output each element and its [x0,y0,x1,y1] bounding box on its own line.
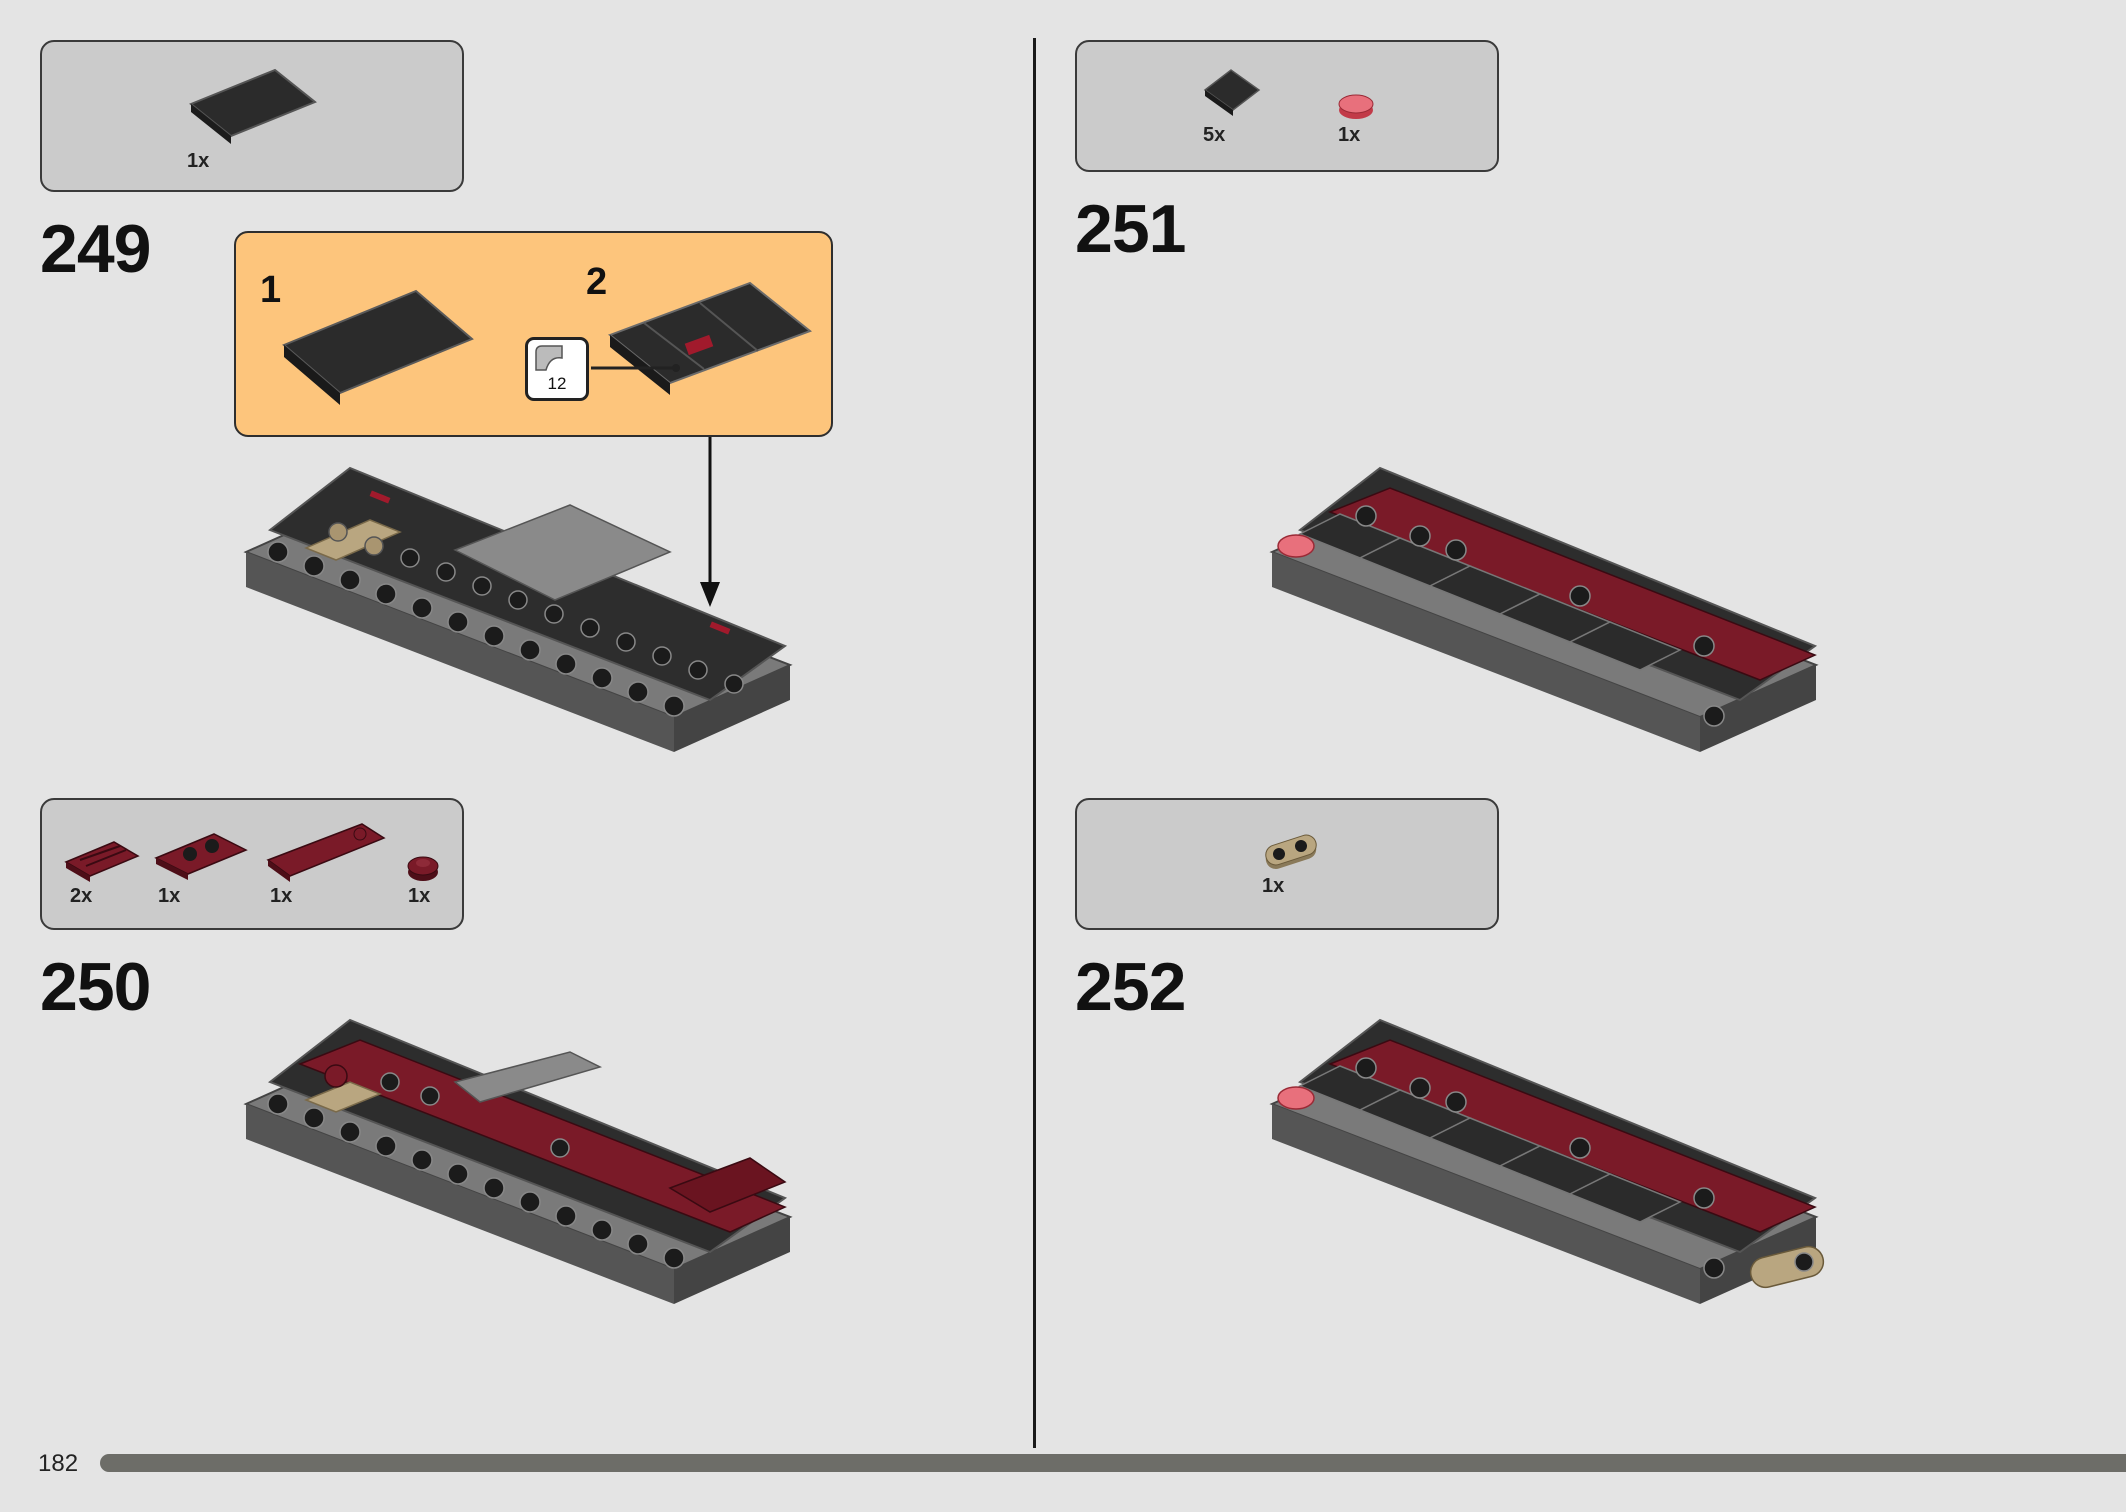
model-step-252 [1269,1018,1825,1304]
parts-list-step-250: 2x 1x 1x 1x [40,798,464,930]
part-qty: 1x [408,885,431,907]
black-slope-brick-icon [282,289,474,405]
part-qty: 2x [70,885,93,907]
step-number-252: 252 [1075,949,1186,1025]
sub-step-number: 2 [586,261,608,303]
tan-plate-1x2-rounded-icon [1265,834,1317,869]
part-qty: 1x [158,885,181,907]
page-progress-bar [100,1454,2126,1472]
part-qty: 5x [1203,124,1226,146]
subassembly-callout: 1 2 [234,231,833,437]
dark-red-grille-tile-icon [64,841,140,882]
placement-arrow [700,437,720,607]
model-step-250 [243,1018,793,1304]
black-slope-brick-icon [1203,69,1261,116]
dark-red-plate-1x2-icon [154,833,248,880]
sticker-reference: 12 [525,337,589,401]
model-step-251 [1269,466,1819,752]
column-divider [1033,38,1036,1448]
sticker-leader-line [591,364,680,372]
page-number: 182 [38,1450,79,1477]
sub-step-number: 1 [260,269,282,311]
dark-red-plate-1x4-icon [266,823,386,882]
parts-list-step-251: 5x 1x [1075,40,1499,172]
part-qty: 1x [270,885,293,907]
step-number-250: 250 [40,949,151,1025]
step-number-249: 249 [40,211,151,287]
part-qty: 1x [187,150,210,172]
parts-list-step-252: 1x [1075,798,1499,930]
part-qty: 1x [1262,875,1285,897]
black-slope-brick-icon [189,68,317,144]
step-number-251: 251 [1075,191,1186,267]
trans-red-round-tile-icon [1338,94,1374,119]
sticker-icon [535,345,563,371]
parts-list-step-249: 1x [40,40,464,192]
dark-red-round-plate-icon [407,856,439,881]
sticker-number: 12 [547,374,567,393]
stickered-slope-brick-icon [607,281,813,395]
model-step-249 [243,466,793,752]
part-qty: 1x [1338,124,1361,146]
